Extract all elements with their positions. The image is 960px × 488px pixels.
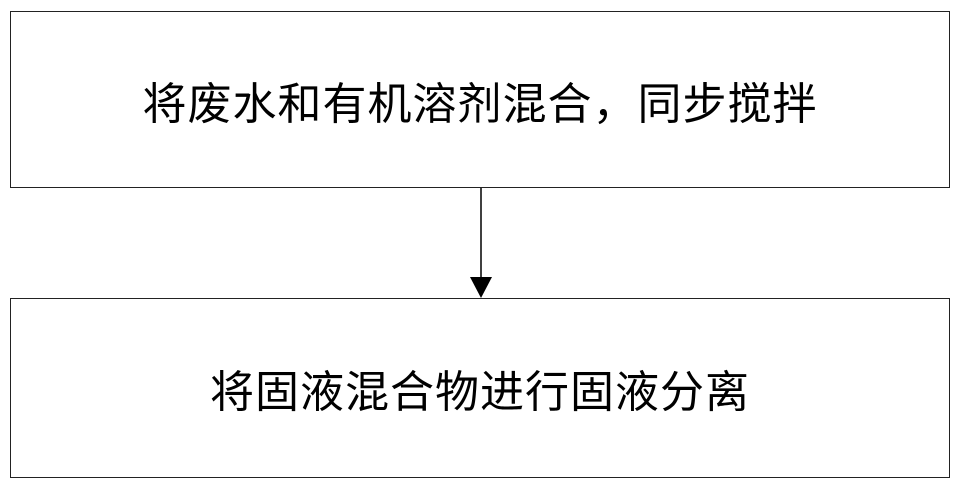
- step-label-mix: 将废水和有机溶剂混合，同步搅拌: [142, 78, 818, 130]
- step-label-separate: 将固液混合物进行固液分离: [210, 367, 750, 418]
- flow-arrow-head: [470, 277, 492, 298]
- step-box-mix: 将废水和有机溶剂混合，同步搅拌: [10, 11, 950, 188]
- step-box-separate: 将固液混合物进行固液分离: [10, 298, 950, 478]
